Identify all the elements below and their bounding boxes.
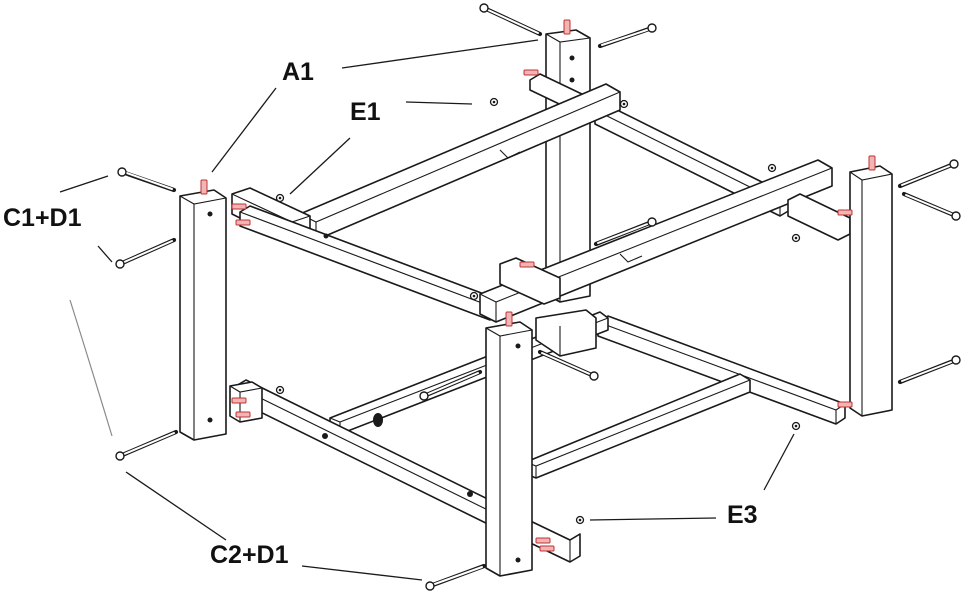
upper-left-cross-stretcher [239,205,501,321]
leader-c2d1-curve [125,471,227,541]
front-left-leg [179,189,227,441]
upper-right-side-rail [479,159,833,323]
bolt-right-upper-2 [901,191,961,221]
leader-a1-left [211,87,277,173]
nut-e3-front [575,515,585,525]
dowel-front-lower-1 [535,537,551,544]
nut-e1-rear [489,97,499,107]
nut-e3-right [791,421,801,431]
leader-c1d1-curve [69,299,113,437]
bolt-lower-interior [419,369,483,401]
nut-right-lower [791,233,801,243]
dowel-side-left-4 [235,411,251,418]
dowel-rear-upper [523,69,539,76]
dowel-side-left-3 [231,397,247,404]
nut-rear-right [767,163,777,173]
bolt-left-middle [115,237,177,269]
bolt-left-upper [117,167,177,193]
dowel-side-left-2 [235,219,251,226]
right-leg [849,165,893,417]
label-e1: E1 [350,98,381,126]
nut-top-right [619,99,629,109]
dowel-rear-mid [519,261,535,268]
bolt-interior-front [537,349,599,381]
nut-e1-left [275,193,285,203]
dowel-side-left-1 [231,203,247,210]
dowel-front-lower-2 [539,545,555,552]
leader-e1-rear [405,101,473,105]
dowel-side-right-2 [837,401,853,408]
dowel-top-right [868,155,876,171]
front-center-leg [485,321,533,577]
dowels [200,19,876,552]
label-c1-d1: C1+D1 [3,204,82,232]
label-a1: A1 [282,58,314,86]
label-c2-d1: C2+D1 [210,541,289,569]
leader-e3-front [589,517,717,521]
nut-mid-left [469,291,479,301]
bolt-right-lower [897,355,961,385]
dowel-side-right-1 [837,209,853,216]
upper-right-rear-block [787,193,851,241]
bolt-top-rear-right [597,23,657,49]
leader-e3-right [763,433,795,491]
bolt-interior-rear [593,217,657,247]
leader-c1d1-upper [59,175,109,193]
dowel-top-front-center [505,311,513,327]
leader-c2d1-bottom [301,565,423,581]
leader-e1-left [289,137,351,195]
leader-a1-rear [341,39,539,69]
leader-c1d1-lower [97,245,113,263]
bolt-top-rear-left [479,3,543,37]
nut-lower-left [275,385,285,395]
bolt-left-lower [115,429,179,461]
lower-front-right-stretcher [525,373,751,479]
bolt-right-upper-1 [897,159,959,189]
dowel-top-rear [563,19,571,35]
bolt-bottom-front [425,563,487,591]
dowel-top-front-left [200,179,208,195]
lower-rear-stretcher [597,315,846,425]
label-e3: E3 [727,501,758,529]
bolts [115,3,961,591]
mid-front-block [499,257,597,357]
barrel-nuts [275,97,801,525]
leader-lines [59,39,795,581]
